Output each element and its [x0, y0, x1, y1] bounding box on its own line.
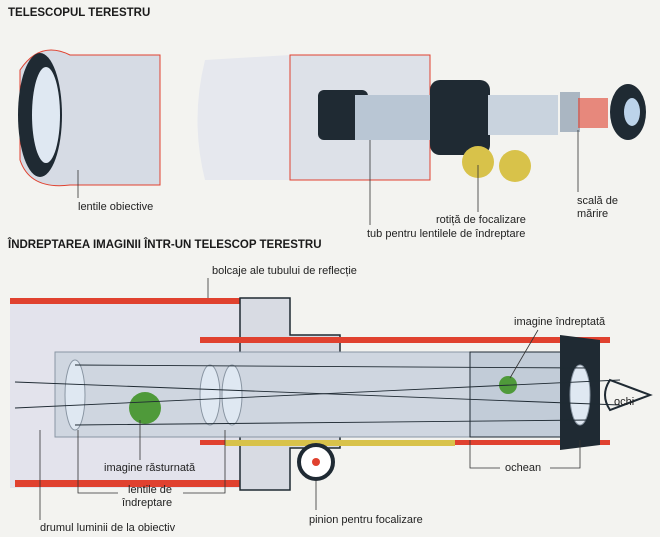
section-title-image-erecting: ÎNDREPTAREA IMAGINII ÎNTR-UN TELESCOP TE… [8, 239, 322, 251]
label-scale-line2: mărire [577, 208, 609, 220]
label-inverted-image: imagine răsturnată [104, 462, 196, 474]
label-erecting-lenses-line1: lentile de [128, 484, 173, 496]
magnification-scale [578, 98, 608, 128]
section-title-telescope: TELESCOPUL TERESTRU [8, 7, 151, 19]
inverted-image-tree [129, 392, 161, 424]
label-eyepiece: ochean [505, 462, 542, 474]
eye-icon [604, 378, 653, 412]
focus-rack [225, 440, 455, 446]
light-rays [14, 364, 621, 426]
focus-wheel [462, 146, 494, 178]
label-eye: ochi [614, 396, 635, 408]
cross-section [10, 297, 653, 491]
label-erect-image: imagine îndreptată [514, 316, 606, 328]
label-light-path: drumul luminii de la obiectiv [40, 522, 176, 534]
label-baffles: bolcaje ale tubului de reflecție [212, 265, 357, 277]
label-erecting-lens-tube: tub pentru lentilele de îndreptare [367, 228, 526, 240]
telescope-exterior [18, 49, 646, 187]
label-objective-lenses: lentile obiective [78, 201, 154, 213]
label-focus-wheel: rotiță de focalizare [436, 214, 526, 226]
label-erecting-lenses-line2: îndreptare [122, 497, 173, 509]
objective-lens [32, 67, 60, 163]
label-scale-line1: scală de [577, 195, 618, 207]
label-focus-pinion: pinion pentru focalizare [309, 514, 423, 526]
